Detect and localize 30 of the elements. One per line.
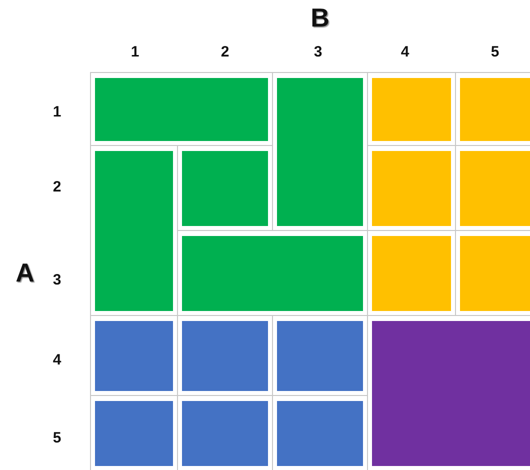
index-label: 3 bbox=[52, 272, 62, 288]
colored-block bbox=[460, 78, 530, 141]
colored-block bbox=[277, 321, 363, 391]
colored-block bbox=[372, 236, 451, 311]
colored-block bbox=[372, 151, 451, 226]
colored-block bbox=[182, 151, 268, 226]
colored-block bbox=[95, 401, 173, 466]
index-label: 5 bbox=[52, 430, 62, 446]
colored-block bbox=[460, 151, 530, 226]
colored-block bbox=[372, 321, 530, 466]
colored-block bbox=[277, 78, 363, 226]
index-label: 3 bbox=[314, 44, 322, 60]
colored-block bbox=[182, 321, 268, 391]
axis-label: A bbox=[16, 258, 34, 288]
index-label: 1 bbox=[52, 104, 62, 120]
colored-block bbox=[182, 236, 363, 311]
index-label: 2 bbox=[52, 178, 62, 196]
colored-block bbox=[95, 78, 268, 141]
colored-block bbox=[460, 236, 530, 311]
index-label: 1 bbox=[130, 44, 140, 60]
colored-block bbox=[182, 401, 268, 466]
index-label: 4 bbox=[400, 44, 410, 60]
index-label: 4 bbox=[52, 352, 62, 368]
colored-block bbox=[95, 321, 173, 391]
index-label: 2 bbox=[220, 44, 230, 60]
colored-block bbox=[372, 78, 451, 141]
axis-label: B bbox=[310, 2, 330, 34]
colored-block bbox=[95, 151, 173, 311]
colored-block bbox=[277, 401, 363, 466]
index-label: 5 bbox=[490, 44, 500, 60]
